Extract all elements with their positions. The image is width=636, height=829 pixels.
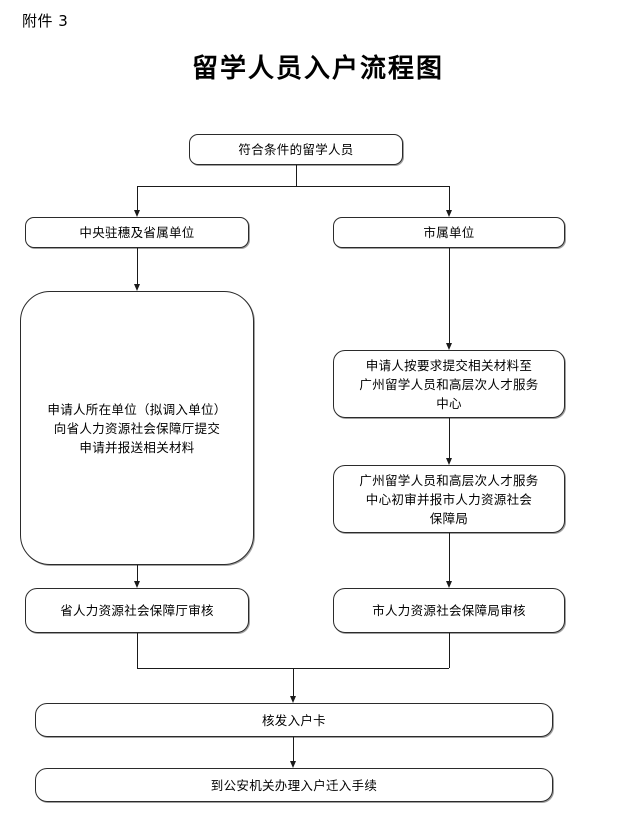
edge-right-step-3-to-merge: [449, 633, 450, 668]
edge-left-step-1-to-step-2: [137, 565, 138, 581]
edge-left-branch-to-step-1: [137, 248, 138, 284]
flow-node-start-label: 符合条件的留学人员: [238, 142, 354, 157]
flow-node-right-step-2-label: 广州留学人员和高层次人才服务 中心初审并报市人力资源社会 保障局: [359, 472, 539, 526]
edge-merge-to-card: [293, 668, 294, 696]
flow-node-right-step-1-label: 申请人按要求提交相关材料至 广州留学人员和高层次人才服务 中心: [359, 357, 539, 411]
arrow-right-branch-to-step-1: [445, 343, 452, 350]
arrow-split-to-left-branch: [133, 210, 140, 217]
arrow-left-step-1-to-step-2: [133, 581, 140, 588]
flow-node-left-branch-label: 中央驻穗及省属单位: [79, 225, 195, 240]
flow-node-left-step-2[interactable]: 省人力资源社会保障厅审核: [25, 588, 249, 633]
edge-split-to-left-branch: [137, 186, 138, 210]
flow-node-merge-2-label: 到公安机关办理入户迁入手续: [210, 777, 378, 793]
flow-node-left-step-1[interactable]: 申请人所在单位（拟调入单位） 向省人力资源社会保障厅提交 申请并报送相关材料: [20, 291, 254, 565]
arrow-left-branch-to-step-1: [133, 284, 140, 291]
arrow-merge-to-card: [289, 696, 296, 703]
flow-node-merge-2[interactable]: 到公安机关办理入户迁入手续: [35, 768, 553, 802]
flow-node-right-step-2[interactable]: 广州留学人员和高层次人才服务 中心初审并报市人力资源社会 保障局: [333, 465, 565, 533]
flow-node-left-step-1-label: 申请人所在单位（拟调入单位） 向省人力资源社会保障厅提交 申请并报送相关材料: [47, 401, 227, 455]
arrow-split-to-right-branch: [445, 210, 452, 217]
flow-node-merge-1[interactable]: 核发入户卡: [35, 703, 553, 737]
flow-node-right-step-3-label: 市人力资源社会保障局审核: [372, 603, 526, 618]
attachment-label: 附件 3: [22, 12, 69, 30]
edge-right-branch-to-step-1: [449, 248, 450, 343]
edge-split-bar: [137, 186, 449, 187]
edge-right-step-2-to-step-3: [449, 533, 450, 581]
flow-node-right-step-3[interactable]: 市人力资源社会保障局审核: [333, 588, 565, 633]
flow-node-right-branch[interactable]: 市属单位: [333, 217, 565, 248]
page-title: 留学人员入户流程图: [191, 54, 444, 84]
arrow-right-step-2-to-step-3: [445, 581, 452, 588]
edge-left-step-2-to-merge: [137, 633, 138, 668]
arrow-card-to-police: [289, 761, 296, 768]
flow-node-merge-1-label: 核发入户卡: [261, 712, 326, 728]
flow-node-left-branch[interactable]: 中央驻穗及省属单位: [25, 217, 249, 248]
edge-split-to-right-branch: [449, 186, 450, 210]
flow-node-start[interactable]: 符合条件的留学人员: [189, 134, 403, 165]
flow-node-right-branch-label: 市属单位: [423, 225, 475, 240]
flow-node-right-step-1[interactable]: 申请人按要求提交相关材料至 广州留学人员和高层次人才服务 中心: [333, 350, 565, 418]
edge-card-to-police: [293, 737, 294, 761]
flow-node-left-step-2-label: 省人力资源社会保障厅审核: [60, 603, 214, 618]
arrow-right-step-1-to-step-2: [445, 458, 452, 465]
edge-right-step-1-to-step-2: [449, 418, 450, 458]
edge-start-to-split: [296, 165, 297, 186]
